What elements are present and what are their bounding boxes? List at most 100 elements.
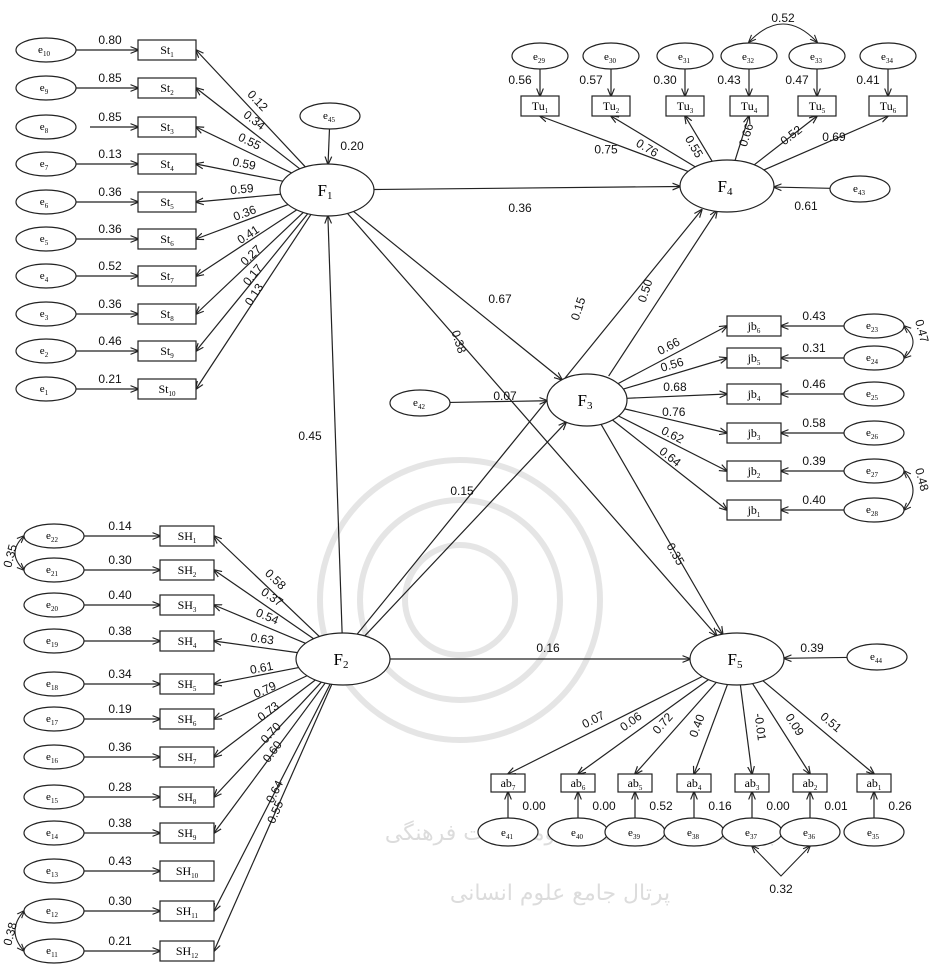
loading-arrow-st10: [196, 214, 312, 389]
error-e18-label: e18: [46, 678, 58, 692]
indicator-st7-label: St7: [160, 269, 174, 285]
error-value-e8: 0.85: [98, 110, 122, 124]
indicator-ab5-box: [617, 773, 653, 793]
error-e41-ellipse: [477, 817, 539, 847]
loading-arrow-ab7: [508, 675, 703, 774]
error-value-e31: 0.30: [653, 73, 677, 87]
loading-value-sh4: 0.63: [250, 630, 275, 647]
indicator-sh1-label: SH1: [178, 529, 197, 545]
error-value-e21: 0.30: [108, 553, 132, 567]
indicator-tu3-label: Tu3: [677, 99, 694, 115]
error-value-e22: 0.14: [108, 519, 132, 533]
error-e8-ellipse: [15, 114, 77, 140]
error-e39-label: e39: [628, 827, 640, 841]
disturbance-arrow-e44: [784, 657, 848, 658]
indicator-sh9-box: [159, 822, 215, 844]
path-value-f2-f5: 0.16: [536, 641, 560, 655]
loading-value-ab6: 0.06: [617, 709, 644, 734]
loading-arrow-st6: [196, 204, 289, 239]
error-e34-ellipse: [859, 42, 917, 70]
indicator-sh9-label: SH9: [178, 826, 197, 842]
covariance-e12-e11: [14, 911, 24, 951]
path-value-f2-f4: 0.15: [568, 295, 589, 322]
indicator-jb5-label: jb5: [747, 351, 761, 367]
indicator-jb3-box: [726, 422, 782, 444]
indicator-ab2-label: ab2: [803, 776, 818, 792]
error-value-e2: 0.46: [98, 334, 122, 348]
path-arrow-f2-f1: [328, 216, 343, 634]
indicator-jb2-box: [726, 460, 782, 482]
loading-value-ab7: 0.07: [580, 708, 607, 731]
covariance-value-e37-e36: 0.32: [769, 882, 793, 896]
loading-value-sh6: 0.79: [251, 678, 278, 701]
loading-arrow-sh4: [214, 641, 298, 654]
indicator-ab6-label: ab6: [571, 776, 586, 792]
error-value-e9: 0.85: [98, 71, 122, 85]
error-e24-label: e24: [866, 352, 878, 366]
indicator-tu4-box: [729, 95, 769, 117]
indicator-sh12-box: [159, 940, 215, 962]
loading-arrow-sh8: [214, 681, 322, 797]
factor-f1-ellipse: [279, 163, 375, 217]
error-value-e37: 0.00: [766, 799, 790, 813]
path-arrow-f2-f3: [364, 422, 566, 637]
error-e27-label: e27: [866, 465, 878, 479]
indicator-ab1-label: ab1: [867, 776, 882, 792]
loading-value-st4: 0.59: [231, 155, 257, 173]
indicator-sh4-label: SH4: [178, 634, 197, 650]
indicator-sh3-box: [159, 594, 215, 616]
loading-arrow-st8: [196, 212, 304, 314]
error-value-e13: 0.43: [108, 854, 132, 868]
loading-arrow-sh6: [214, 675, 308, 719]
covariance-e37-e36: [752, 846, 810, 877]
indicator-ab2-box: [792, 773, 828, 793]
loading-arrow-st9: [196, 213, 309, 351]
covariance-value-e22-e21: 0.35: [0, 543, 20, 569]
disturbance-e42-label: e42: [413, 397, 425, 411]
indicator-ab6-box: [560, 773, 596, 793]
error-value-e11: 0.21: [108, 934, 132, 948]
loading-arrow-st7: [196, 209, 298, 276]
indicator-ab7-box: [490, 773, 526, 793]
indicator-st1-label: St1: [160, 43, 174, 59]
loading-arrow-jb4: [626, 394, 727, 399]
indicator-sh3-label: SH3: [178, 598, 197, 614]
path-arrow-f1-f5: [347, 213, 716, 635]
error-e11-ellipse: [23, 938, 85, 964]
error-value-e41: 0.00: [522, 799, 546, 813]
error-e24-ellipse: [843, 345, 905, 371]
loading-arrow-ab6: [578, 679, 709, 774]
error-e22-label: e22: [46, 530, 58, 544]
error-e4-label: e4: [40, 270, 49, 284]
indicator-st8-box: [137, 303, 197, 325]
loading-arrow-ab5: [635, 681, 717, 774]
indicator-tu2-box: [591, 95, 631, 117]
indicator-sh2-box: [159, 559, 215, 581]
error-e38-label: e38: [687, 827, 699, 841]
error-e29-ellipse: [511, 42, 569, 70]
covariance-e27-e28: [904, 471, 914, 510]
indicator-st5-label: St5: [160, 195, 174, 211]
error-e17-label: e17: [46, 713, 58, 727]
error-e14-ellipse: [23, 820, 85, 846]
error-value-e10: 0.80: [98, 33, 122, 47]
error-e10-ellipse: [15, 37, 77, 63]
error-e4-ellipse: [15, 263, 77, 289]
path-arrow-f1-f4: [373, 186, 680, 189]
disturbance-e44-label: e44: [870, 651, 882, 665]
error-e37-ellipse: [721, 817, 783, 847]
indicator-st10-box: [137, 378, 197, 400]
indicator-jb5-box: [726, 347, 782, 369]
indicator-ab4-label: ab4: [687, 776, 702, 792]
error-e39-ellipse: [604, 817, 666, 847]
covariance-e23-e24: [904, 326, 914, 358]
error-e12-ellipse: [23, 898, 85, 924]
covariance-value-e12-e11: 0.38: [0, 921, 20, 947]
indicator-tu1-label: Tu1: [532, 99, 549, 115]
indicator-st4-box: [137, 153, 197, 175]
loading-arrow-st3: [196, 127, 292, 174]
loading-arrow-sh5: [214, 667, 299, 684]
factor-f2-ellipse: [295, 632, 391, 686]
indicator-jb4-box: [726, 383, 782, 405]
error-e17-ellipse: [23, 706, 85, 732]
